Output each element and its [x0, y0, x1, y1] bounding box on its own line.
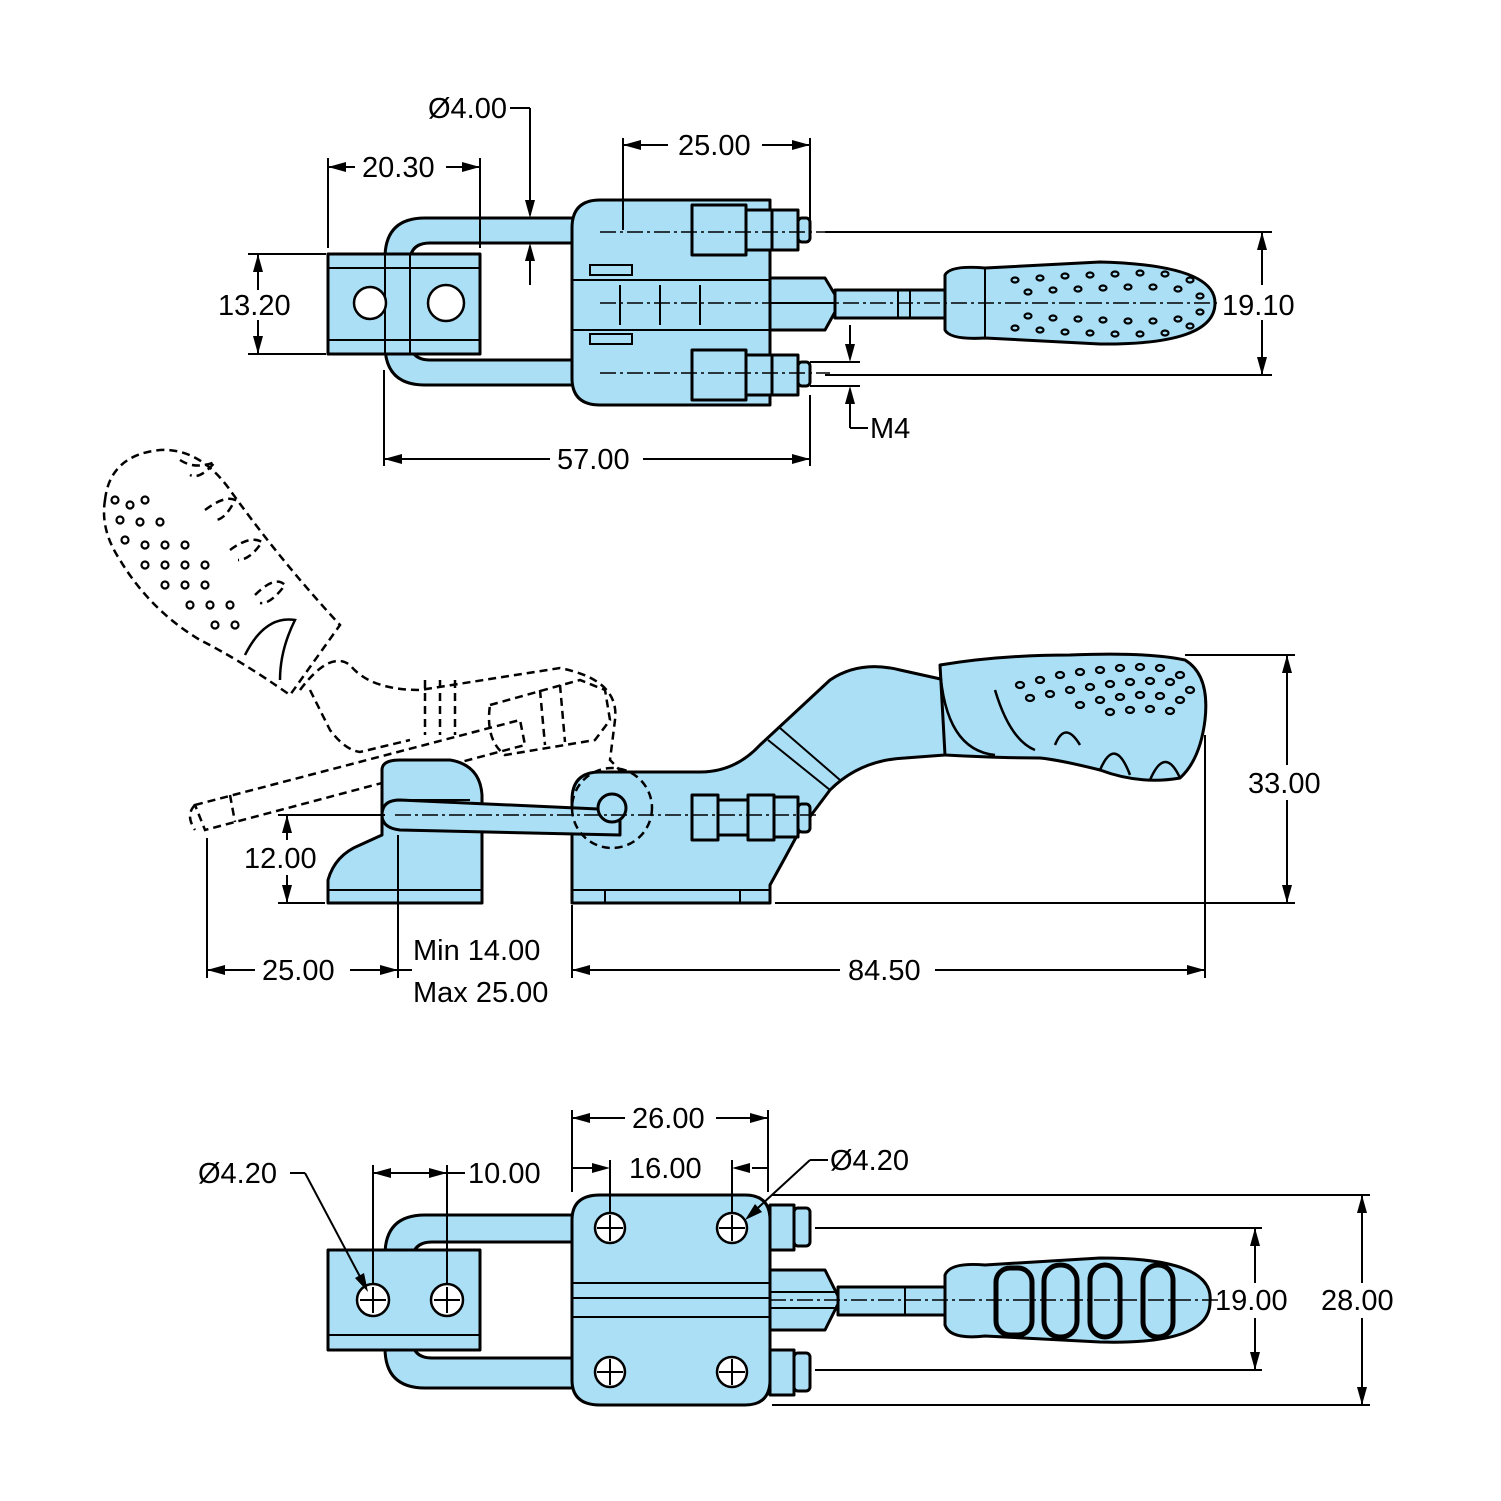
dim-adjust-max-label: Max 25.00 [413, 977, 548, 1009]
phantom-grip-dots [110, 495, 240, 630]
top-view: Ø4.00 25.00 20.30 [218, 93, 1295, 476]
dim-thread-label: M4 [870, 413, 910, 445]
grip-slot-4 [1140, 1262, 1176, 1340]
phantom-handle-grip [102, 448, 342, 697]
dim-plate-hole-dia [745, 1159, 828, 1220]
bottom-view: 26.00 16.00 Ø4.20 Ø4.20 [198, 1103, 1394, 1407]
dim-plate-width [571, 1110, 769, 1192]
dim-handle-height [775, 654, 1295, 904]
dim-hook-travel [206, 835, 399, 978]
dim-body-length [572, 735, 1206, 978]
side-view: 33.00 12.00 25.00 Min 14.00 Max 25.00 [102, 448, 1321, 1009]
side-nut-2 [746, 793, 776, 842]
pivot [596, 792, 628, 824]
dim-bolt-span-label: 19.00 [1215, 1285, 1288, 1317]
dim-hook-depth-label: 20.30 [362, 152, 435, 184]
dim-hook-height-label: 12.00 [244, 843, 317, 875]
dim-bolt-spacing-label: 25.00 [678, 130, 751, 162]
dim-block-height [248, 253, 326, 355]
dim-hook-travel-label: 25.00 [262, 955, 335, 987]
dim-plate-hole-dia-label: Ø4.20 [830, 1145, 909, 1177]
dim-hole-dia-top [510, 107, 535, 285]
grip-dots-top [1010, 269, 1205, 338]
handle-grip-side [938, 652, 1208, 782]
side-nut-1 [690, 793, 720, 842]
catch-hole-left [352, 285, 388, 321]
catch-hole-right [426, 283, 466, 323]
dim-handle-width [825, 231, 1272, 376]
dim-plate-width-label: 26.00 [632, 1103, 705, 1135]
clamp-body [570, 665, 947, 905]
dim-bolt-span [815, 1227, 1262, 1371]
grip-dots-side [1014, 662, 1196, 717]
dim-overall-length-label: 57.00 [557, 444, 630, 476]
dim-bolt-spacing [622, 138, 811, 230]
phantom-open-position [102, 448, 652, 832]
bottom-nut [690, 348, 748, 402]
dim-body-length-label: 84.50 [848, 955, 921, 987]
dim-plate-hole-spacing [572, 1160, 768, 1212]
dim-thread [810, 325, 868, 429]
phantom-bolt [487, 678, 612, 757]
hook-rod [380, 798, 622, 837]
base-plate [570, 1193, 772, 1407]
grip-slot-1 [993, 1265, 1035, 1338]
dim-handle-width-label: 19.10 [1222, 290, 1295, 322]
dim-hook-depth [327, 158, 481, 248]
dim-handle-height-label: 33.00 [1248, 768, 1321, 800]
dim-block-height-label: 13.20 [218, 290, 291, 322]
dim-overall-width-label: 28.00 [1321, 1285, 1394, 1317]
dim-hook-height [278, 814, 385, 904]
dim-hole-dia-label: Ø4.00 [428, 93, 507, 125]
handle-rod-bottom [836, 1285, 950, 1317]
dim-catch-hole-dia-label: Ø4.20 [198, 1158, 277, 1190]
dim-catch-hole-dia [290, 1172, 368, 1292]
grip-slot-3 [1087, 1262, 1123, 1340]
grip-slot-2 [1041, 1262, 1080, 1340]
dim-overall-width [772, 1194, 1370, 1406]
dim-catch-hole-spacing [372, 1165, 465, 1284]
dim-plate-hole-spacing-label: 16.00 [629, 1153, 702, 1185]
top-nut [690, 203, 748, 257]
dim-catch-hole-spacing-label: 10.00 [468, 1158, 541, 1190]
handle-rod [833, 288, 947, 320]
dim-adjust [398, 905, 573, 978]
dim-overall-length [383, 370, 811, 466]
dim-adjust-min-label: Min 14.00 [413, 935, 540, 967]
